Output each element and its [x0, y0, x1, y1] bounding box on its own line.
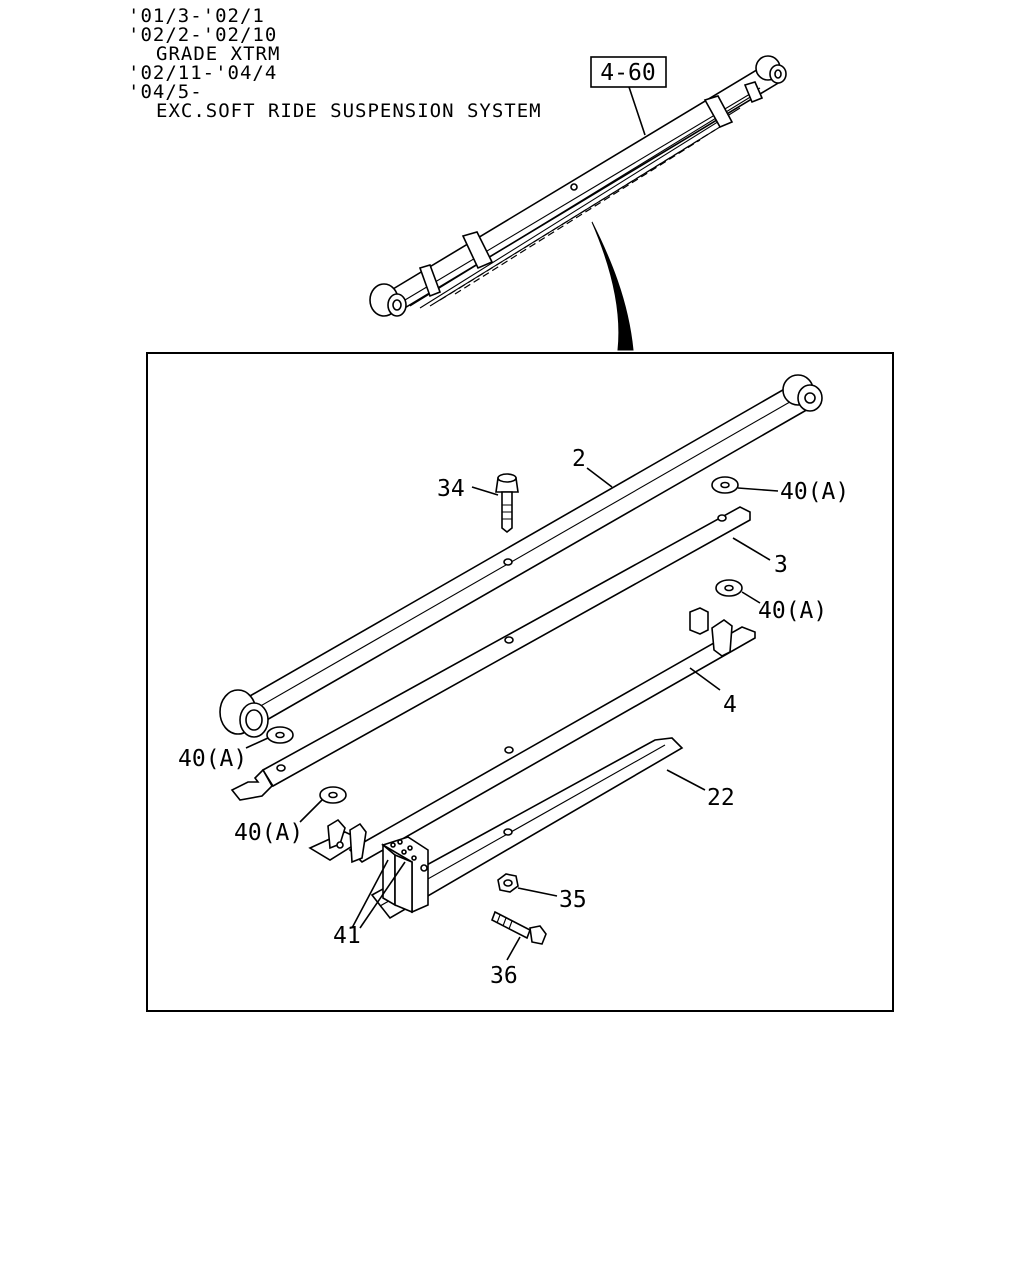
callout-40a-upper: 40(A) — [780, 479, 849, 505]
detail-frame — [146, 352, 894, 1012]
reference-label: 4-60 — [600, 60, 655, 86]
callout-34: 34 — [437, 476, 465, 502]
header-line-1: '01/3-'02/1 — [128, 5, 265, 27]
callout-22: 22 — [707, 785, 735, 811]
callout-40a-left: 40(A) — [178, 746, 247, 772]
callout-40a-lower: 40(A) — [234, 820, 303, 846]
part-4-third-leaf[interactable] — [308, 607, 756, 864]
part-34-bolt[interactable] — [495, 473, 519, 534]
callout-labels: 2 34 40(A) 3 40(A) 4 40(A) 22 40(A) 35 4… — [178, 446, 849, 989]
callout-36: 36 — [490, 963, 518, 989]
callout-35: 35 — [559, 887, 587, 913]
callout-41: 41 — [333, 923, 361, 949]
detail-pointer — [591, 221, 634, 351]
header-line-6: EXC.SOFT RIDE SUSPENSION SYSTEM — [156, 100, 542, 122]
header-text: '01/3-'02/1 '02/2-'02/10 GRADE XTRM '02/… — [128, 5, 542, 122]
assembled-leaf-spring — [369, 55, 787, 317]
part-35-nut[interactable] — [497, 873, 519, 893]
callout-3: 3 — [774, 552, 788, 578]
reference-box[interactable]: 4-60 — [590, 56, 667, 136]
part-2-main-leaf[interactable] — [219, 374, 823, 738]
callout-40a-middle: 40(A) — [758, 598, 827, 624]
callout-4: 4 — [723, 692, 737, 718]
part-3-second-leaf[interactable] — [230, 506, 751, 801]
leader-lines — [245, 467, 779, 961]
header-line-3: GRADE XTRM — [156, 43, 280, 65]
reference-box-frame — [590, 56, 667, 88]
header-line-2: '02/2-'02/10 — [128, 24, 277, 46]
header-line-4: '02/11-'04/4 — [128, 62, 277, 84]
part-41-bracket[interactable] — [381, 836, 429, 914]
reference-leader — [628, 86, 646, 136]
header-line-5: '04/5- — [128, 81, 203, 103]
callout-2: 2 — [572, 446, 586, 472]
part-36-bolt[interactable] — [491, 910, 547, 945]
part-40a-washers[interactable] — [266, 476, 743, 804]
